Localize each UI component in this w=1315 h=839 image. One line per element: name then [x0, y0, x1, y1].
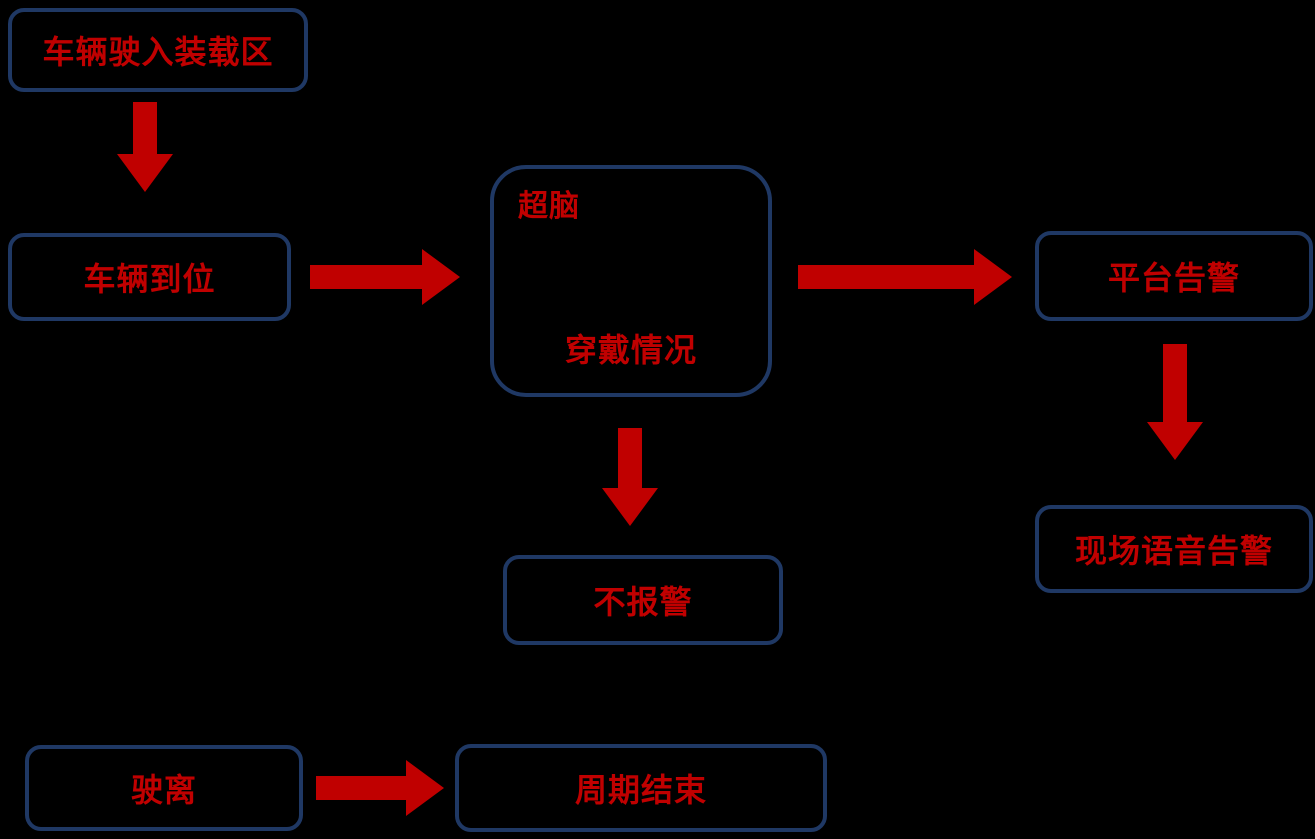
arrow-head-right-icon [974, 249, 1012, 305]
arrow-brain-to-noalarm [602, 428, 658, 526]
node-platform-alarm: 平台告警 [1035, 231, 1313, 321]
node-drive-away: 驶离 [25, 745, 303, 831]
node-super-brain-subtitle: 穿戴情况 [564, 332, 697, 368]
node-super-brain-title: 超脑 [518, 190, 580, 223]
node-onsite-voice-alarm-label: 现场语音告警 [1074, 533, 1273, 569]
arrow-shaft [618, 428, 642, 488]
node-vehicle-in-place-label: 车辆到位 [83, 261, 216, 297]
arrow-brain-to-platform [798, 249, 1012, 305]
node-drive-away-label: 驶离 [130, 772, 197, 808]
node-enter-loading-zone-label: 车辆驶入装载区 [42, 34, 274, 70]
arrow-enter-to-inplace [117, 102, 173, 192]
arrow-head-down-icon [602, 488, 658, 526]
arrow-shaft [133, 102, 157, 154]
arrow-head-down-icon [117, 154, 173, 192]
arrow-head-right-icon [406, 760, 444, 816]
arrow-shaft [310, 265, 422, 289]
arrow-platform-to-voice [1147, 344, 1203, 460]
node-vehicle-in-place: 车辆到位 [8, 233, 291, 321]
node-no-alarm-label: 不报警 [593, 584, 693, 620]
node-enter-loading-zone: 车辆驶入装载区 [8, 8, 308, 92]
arrow-head-right-icon [422, 249, 460, 305]
arrow-shaft [316, 776, 406, 800]
arrow-shaft [798, 265, 974, 289]
node-onsite-voice-alarm: 现场语音告警 [1035, 505, 1313, 593]
arrow-driveaway-to-cycleend [316, 760, 444, 816]
node-super-brain: 超脑 穿戴情况 [490, 165, 772, 397]
arrow-head-down-icon [1147, 422, 1203, 460]
node-cycle-end-label: 周期结束 [574, 772, 707, 808]
arrow-inplace-to-brain [310, 249, 460, 305]
node-no-alarm: 不报警 [503, 555, 783, 645]
node-cycle-end: 周期结束 [455, 744, 827, 832]
arrow-shaft [1163, 344, 1187, 422]
node-platform-alarm-label: 平台告警 [1107, 260, 1240, 296]
